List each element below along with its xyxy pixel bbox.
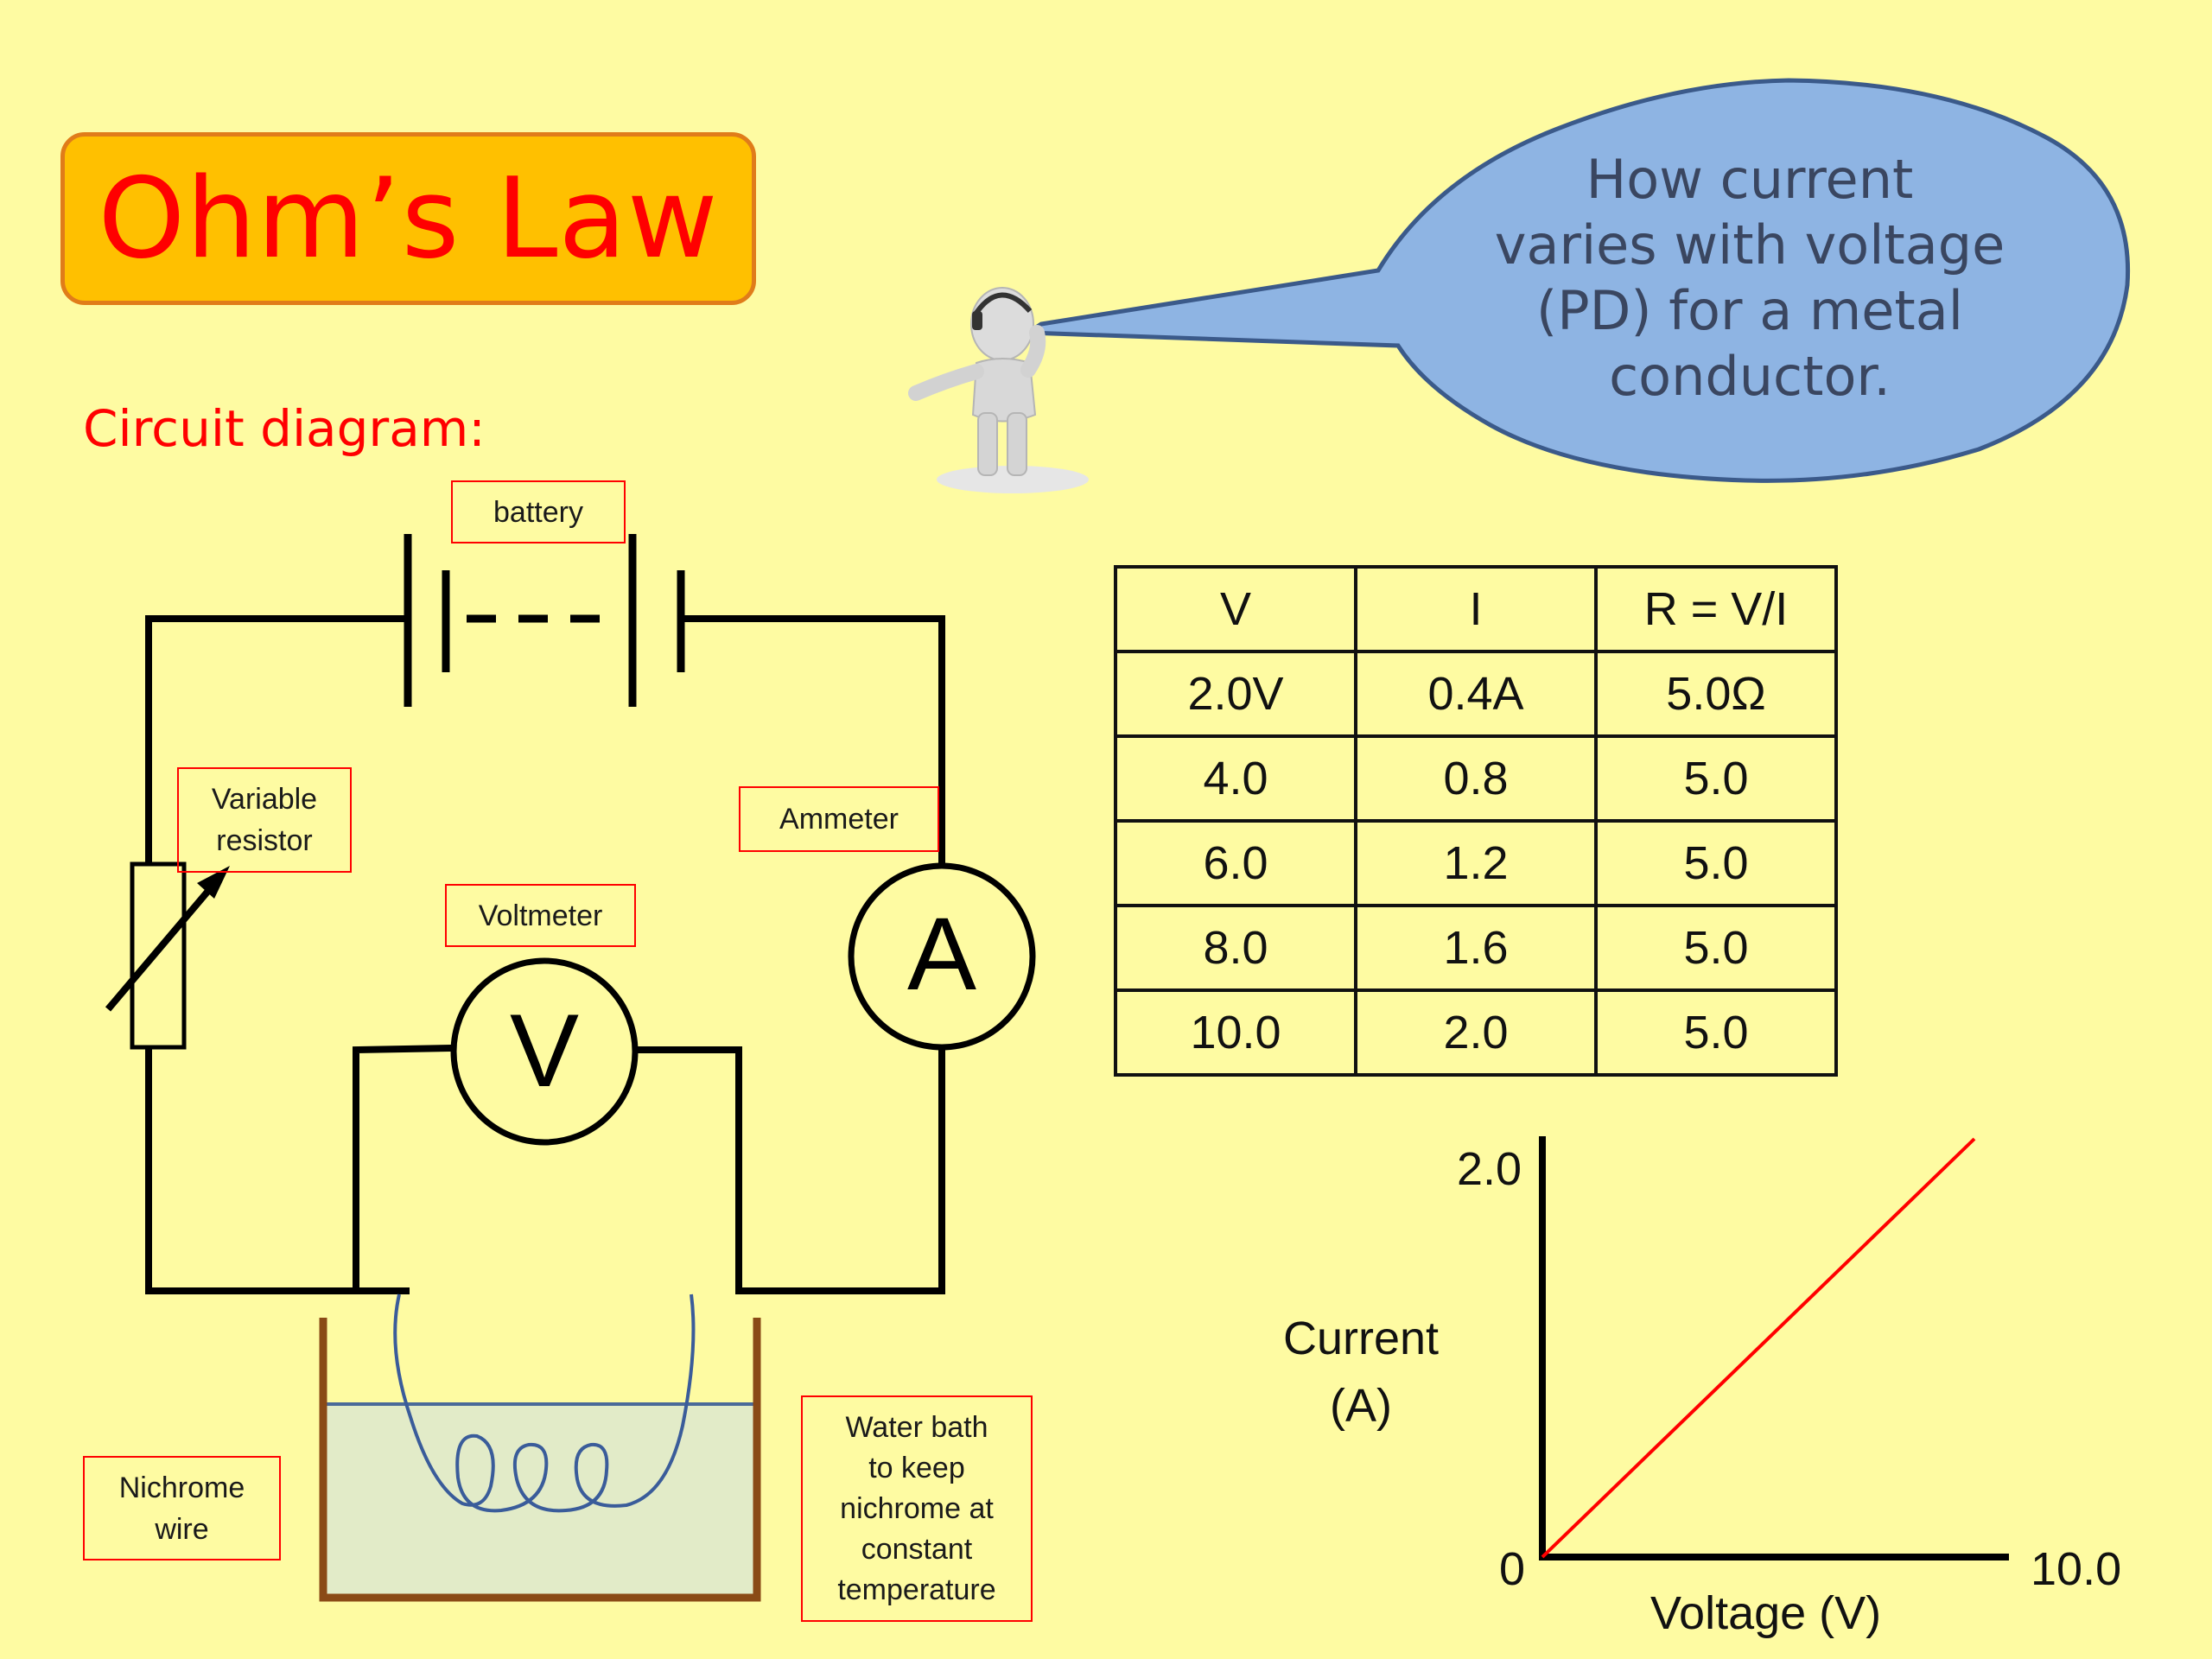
variable-resistor-label: Variable resistor — [177, 767, 352, 873]
table-row: 6.0 1.2 5.0 — [1114, 819, 1838, 907]
battery-symbol — [404, 534, 685, 707]
table-cell: 5.0 — [1594, 734, 1838, 823]
table-header-cell: I — [1354, 565, 1598, 653]
water-bath-label: Water bath to keep nichrome at constant … — [801, 1395, 1033, 1622]
voltmeter-label: Voltmeter — [445, 884, 636, 947]
table-cell: 0.8 — [1354, 734, 1598, 823]
table-cell: 4.0 — [1114, 734, 1357, 823]
table-row: 4.0 0.8 5.0 — [1114, 734, 1838, 823]
nichrome-wire-coil — [393, 1294, 696, 1513]
x-axis-label: Voltage (V) — [1650, 1587, 1882, 1639]
table-header-cell: R = V/I — [1594, 565, 1838, 653]
table-cell: 5.0 — [1594, 819, 1838, 907]
table-cell: 1.6 — [1354, 904, 1598, 992]
table-cell: 5.0 — [1594, 904, 1838, 992]
table-row: 2.0V 0.4A 5.0Ω — [1114, 650, 1838, 738]
variable-resistor-symbol — [105, 861, 230, 1050]
table-cell: 0.4A — [1354, 650, 1598, 738]
table-cell: 8.0 — [1114, 904, 1357, 992]
presenter-figure-icon — [908, 287, 1089, 493]
x-tick-label-max: 10.0 — [2031, 1543, 2122, 1595]
battery-label: battery — [451, 480, 626, 543]
ammeter-letter: A — [907, 896, 976, 1012]
ammeter-symbol: A — [848, 862, 1036, 1051]
title-box: Ohm’s Law — [60, 132, 756, 305]
slide-title: Ohm’s Law — [98, 154, 719, 283]
table-row: 8.0 1.6 5.0 — [1114, 904, 1838, 992]
table-cell: 5.0 — [1594, 988, 1838, 1077]
water-bath — [319, 1318, 761, 1602]
table-row: 10.0 2.0 5.0 — [1114, 988, 1838, 1077]
speech-bubble — [1021, 78, 2131, 483]
table-cell: 1.2 — [1354, 819, 1598, 907]
table-header-cell: V — [1114, 565, 1357, 653]
table-cell: 2.0V — [1114, 650, 1357, 738]
table-header-row: V I R = V/I — [1114, 565, 1838, 653]
table-cell: 2.0 — [1354, 988, 1598, 1077]
y-axis-label: Current (A) — [1282, 1313, 1440, 1432]
origin-tick-label: 0 — [1499, 1543, 1526, 1595]
series-line — [1541, 1137, 1976, 1559]
table-cell: 10.0 — [1114, 988, 1357, 1077]
circuit-diagram-heading: Circuit diagram: — [83, 399, 486, 458]
voltmeter-symbol: V — [450, 957, 639, 1146]
circuit-wires — [145, 615, 945, 1294]
voltmeter-letter: V — [510, 993, 579, 1109]
ohms-law-table: V I R = V/I 2.0V 0.4A 5.0Ω 4.0 0.8 5.0 6… — [1114, 565, 1838, 1077]
table-cell: 5.0Ω — [1594, 650, 1838, 738]
nichrome-wire-label: Nichrome wire — [83, 1456, 281, 1560]
speech-bubble-text: How current varies with voltage (PD) for… — [1494, 148, 2005, 408]
ammeter-label: Ammeter — [739, 786, 939, 852]
y-tick-label-max: 2.0 — [1457, 1143, 1522, 1195]
table-cell: 6.0 — [1114, 819, 1357, 907]
